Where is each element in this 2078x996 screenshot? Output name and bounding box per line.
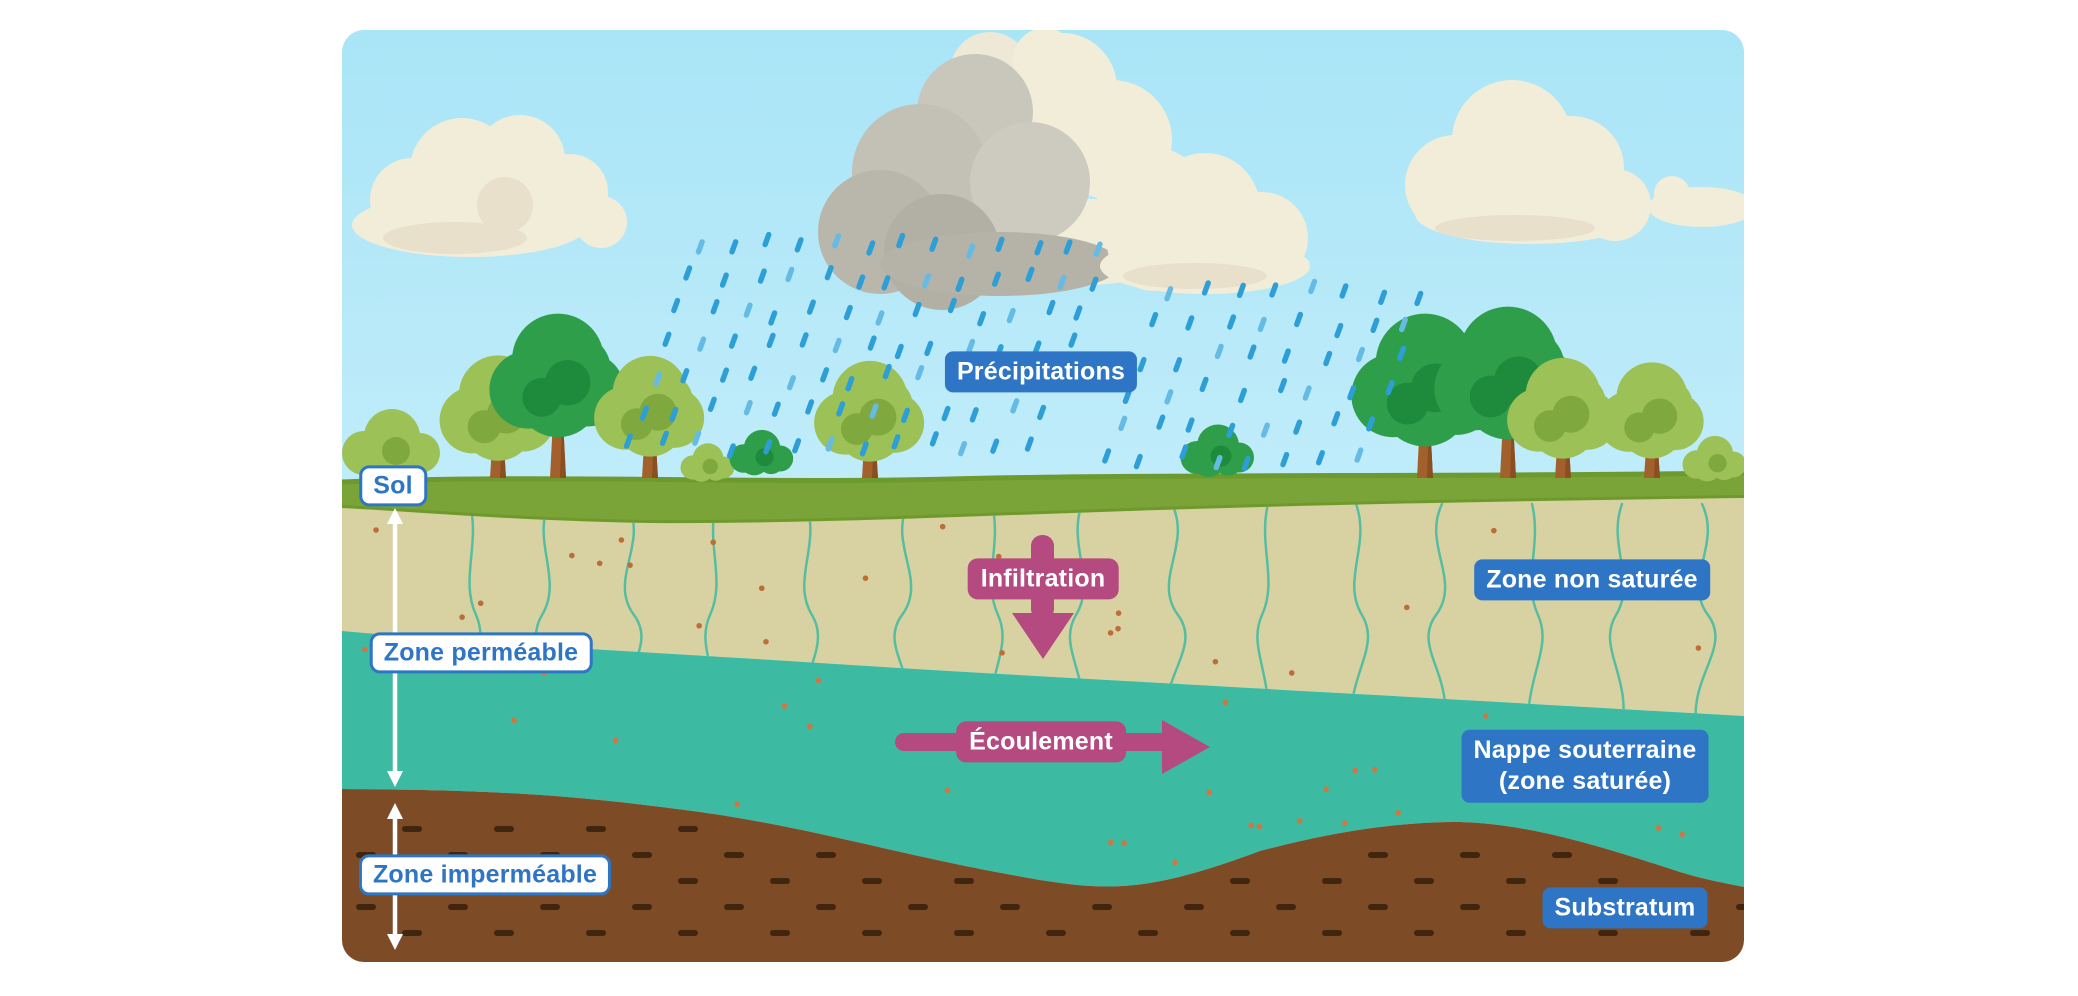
label-zone-impermeable: Zone imperméable (358, 854, 612, 896)
label-nappe-souterraine: Nappe souterraine (zone saturée) (1461, 729, 1709, 803)
layer-substratum (342, 789, 1744, 962)
cloud-edge-icon (1648, 176, 1744, 227)
grass-band (342, 470, 1744, 527)
label-infiltration: Infiltration (967, 558, 1119, 600)
substratum-dashes (356, 826, 1744, 936)
label-ecoulement: Écoulement (956, 721, 1126, 763)
label-zone-permeable: Zone perméable (369, 632, 593, 674)
cloud-mid-icon (1100, 153, 1310, 294)
label-nappe-line1: Nappe souterraine (1473, 735, 1697, 764)
cloud-left-icon (352, 115, 627, 257)
label-nappe-line2: (zone saturée) (1498, 767, 1672, 795)
trees (342, 306, 1744, 482)
label-substratum: Substratum (1542, 887, 1708, 929)
label-zone-non-saturee: Zone non saturée (1474, 559, 1710, 601)
cloud-right-icon (1405, 80, 1651, 244)
rain (623, 231, 1424, 472)
label-precipitations: Précipitations (944, 351, 1138, 393)
label-sol: Sol (359, 465, 427, 507)
